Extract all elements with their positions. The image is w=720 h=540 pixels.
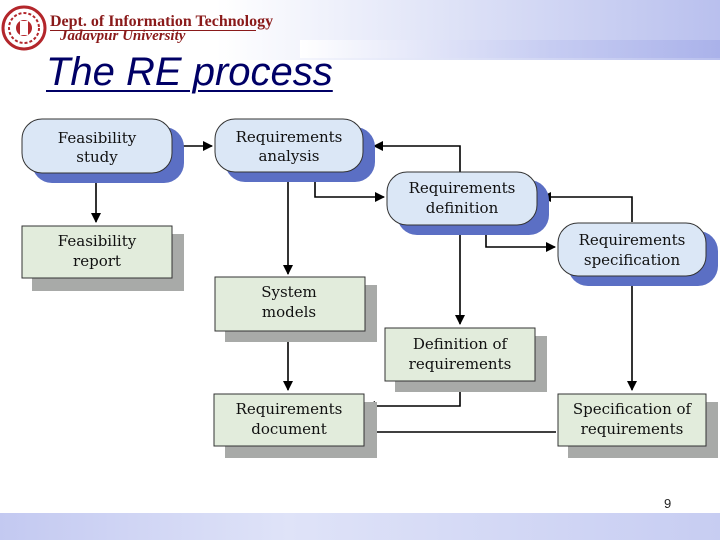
document-requirements-document: Requirements document: [213, 393, 377, 458]
header-stripe: [300, 40, 720, 58]
process-feasibility-study: Feasibility study: [21, 118, 184, 183]
document-specification-of-requirements: Specification of requirements: [557, 393, 718, 458]
definition-of-requirements-line2: requirements: [409, 355, 512, 373]
page-number: 9: [664, 496, 672, 511]
requirements-definition-line2: definition: [426, 199, 499, 217]
document-system-models: System models: [214, 276, 377, 342]
process-requirements-analysis: Requirements analysis: [214, 118, 375, 182]
process-requirements-specification: Requirements specification: [557, 222, 718, 286]
requirements-document-line2: document: [251, 420, 326, 438]
feasibility-study-line1: Feasibility: [58, 129, 137, 147]
feasibility-study-line2: study: [76, 148, 118, 166]
university-logo-icon: [1, 5, 47, 51]
requirements-definition-line1: Requirements: [409, 179, 516, 197]
system-models-line1: System: [261, 283, 317, 301]
system-models-line2: models: [262, 303, 316, 321]
header-underline: [50, 30, 256, 31]
department-name: Dept. of Information Technology: [50, 13, 274, 30]
feasibility-report-line2: report: [73, 252, 121, 270]
slide-title: The RE process: [46, 50, 333, 94]
process-requirements-definition: Requirements definition: [386, 171, 549, 235]
specification-of-requirements-line1: Specification of: [573, 400, 693, 418]
specification-of-requirements-line2: requirements: [581, 420, 684, 438]
requirements-document-line1: Requirements: [236, 400, 343, 418]
requirements-analysis-line2: analysis: [258, 147, 319, 165]
definition-of-requirements-line1: Definition of: [413, 335, 509, 353]
footer-band: [0, 513, 720, 540]
document-feasibility-report: Feasibility report: [21, 225, 184, 291]
requirements-specification-line2: specification: [584, 251, 681, 269]
requirements-analysis-line1: Requirements: [236, 128, 343, 146]
feasibility-report-line1: Feasibility: [58, 232, 137, 250]
document-definition-of-requirements: Definition of requirements: [384, 327, 547, 392]
university-name: Jadavpur University: [60, 28, 186, 44]
requirements-specification-line1: Requirements: [579, 231, 686, 249]
